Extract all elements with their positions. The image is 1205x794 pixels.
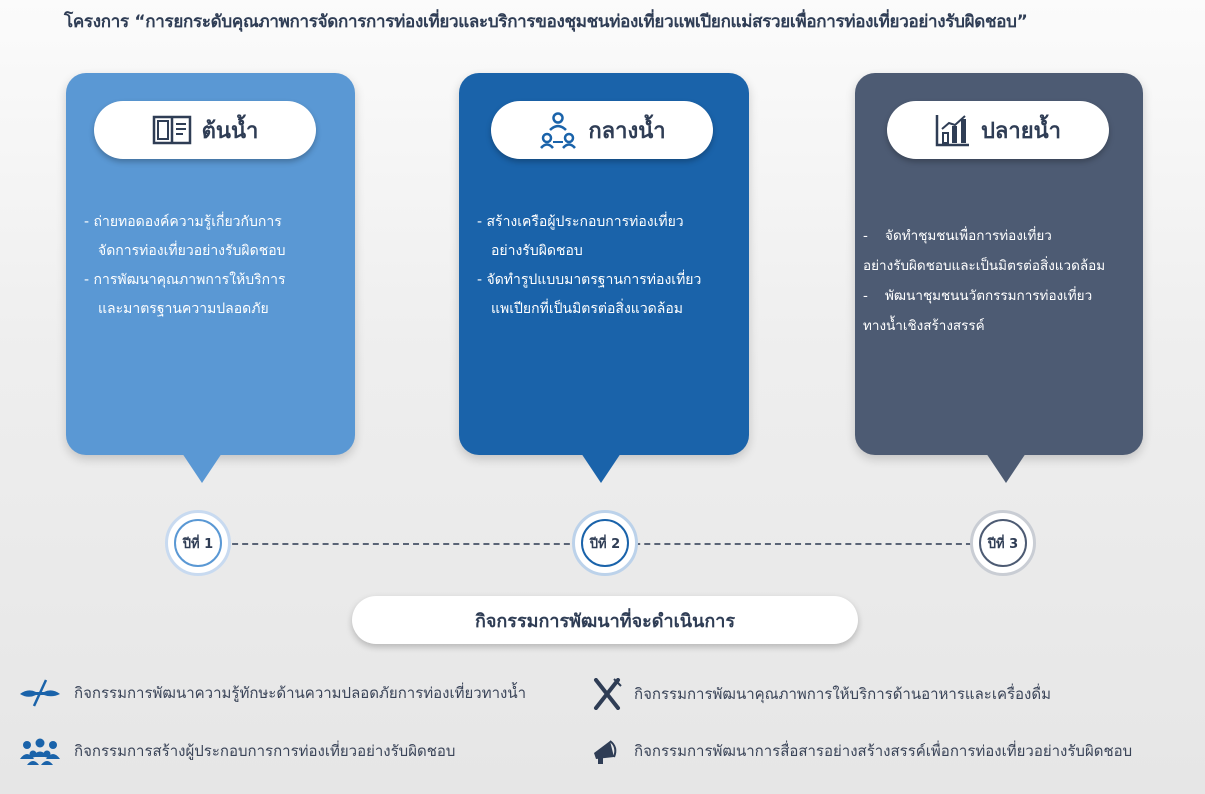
activity-label: กิจกรรมการพัฒนาคุณภาพการให้บริการด้านอาห… — [634, 685, 1052, 703]
bar-chart-icon — [935, 113, 971, 147]
bullet-text: - จัดทำชุมชนเพื่อการท่องเที่ยว — [863, 228, 1052, 244]
book-icon — [152, 114, 192, 146]
group-icon — [18, 737, 62, 765]
midstream-label-pill: กลางน้ำ — [491, 101, 713, 159]
upstream-label: ต้นน้ำ — [201, 118, 259, 144]
upstream-bullets: - ถ่ายทอดองค์ความรู้เกี่ยวกับการ จัดการท… — [84, 208, 341, 324]
timeline-year-1: ปีที่ 1 — [165, 510, 231, 576]
bullet-text: - ถ่ายทอดองค์ความรู้เกี่ยวกับการ — [84, 214, 282, 230]
bullet-text: ทางน้ำเชิงสร้างสรรค์ — [863, 318, 985, 334]
upstream-label-pill: ต้นน้ำ — [94, 101, 316, 159]
midstream-card: กลางน้ำ - สร้างเครือผู้ประกอบการท่องเที่… — [459, 73, 749, 483]
bullet-text: อย่างรับผิดชอบและเป็นมิตรต่อสิ่งแวดล้อม — [863, 258, 1106, 274]
midstream-bullets: - สร้างเครือผู้ประกอบการท่องเที่ยว อย่าง… — [477, 208, 735, 324]
activity-label: กิจกรรมการพัฒนาความรู้ทักษะด้านความปลอดภ… — [74, 684, 527, 702]
bullet-text: แพเปียกที่เป็นมิตรต่อสิ่งแวดล้อม — [491, 301, 683, 317]
activity-item: กิจกรรมการพัฒนาความรู้ทักษะด้านความปลอดภ… — [18, 678, 526, 708]
page-title: โครงการ “การยกระดับคุณภาพการจัดการการท่อ… — [64, 12, 1028, 32]
fork-knife-icon — [592, 678, 622, 710]
bullet-text: - พัฒนาชุมชนนวัตกรรมการท่องเที่ยว — [863, 288, 1093, 304]
bullet-text: อย่างรับผิดชอบ — [491, 243, 583, 259]
activity-label: กิจกรรมการสร้างผู้ประกอบการการท่องเที่ยว… — [74, 742, 456, 760]
upstream-pointer — [182, 453, 222, 483]
downstream-pointer — [986, 453, 1026, 483]
timeline-year-2: ปีที่ 2 — [572, 510, 638, 576]
downstream-label-pill: ปลายน้ำ — [887, 101, 1109, 159]
bullet-text: - จัดทำรูปแบบมาตรฐานการท่องเที่ยว — [477, 272, 702, 288]
megaphone-icon — [592, 737, 622, 765]
activity-label: กิจกรรมการพัฒนาการสื่อสารอย่างสร้างสรรค์… — [634, 742, 1133, 760]
activity-item: กิจกรรมการพัฒนาคุณภาพการให้บริการด้านอาห… — [592, 678, 1051, 710]
timeline-year-3: ปีที่ 3 — [970, 510, 1036, 576]
midstream-label: กลางน้ำ — [588, 118, 666, 144]
bullet-text: และมาตรฐานความปลอดภัย — [98, 301, 269, 317]
downstream-card: ปลายน้ำ - จัดทำชุมชนเพื่อการท่องเที่ยว อ… — [855, 73, 1143, 483]
activities-heading: กิจกรรมการพัฒนาที่จะดำเนินการ — [352, 596, 858, 644]
downstream-bullets: - จัดทำชุมชนเพื่อการท่องเที่ยว อย่างรับผ… — [863, 221, 1129, 341]
timeline-year-label: ปีที่ 1 — [182, 536, 214, 552]
upstream-card: ต้นน้ำ - ถ่ายทอดองค์ความรู้เกี่ยวกับการ … — [66, 73, 355, 483]
midstream-pointer — [581, 453, 621, 483]
activity-item: กิจกรรมการสร้างผู้ประกอบการการท่องเที่ยว… — [18, 737, 455, 765]
timeline-year-label: ปีที่ 2 — [589, 536, 621, 552]
downstream-label: ปลายน้ำ — [980, 118, 1062, 144]
paddle-icon — [18, 678, 62, 708]
activities-heading-text: กิจกรรมการพัฒนาที่จะดำเนินการ — [474, 610, 736, 632]
activity-item: กิจกรรมการพัฒนาการสื่อสารอย่างสร้างสรรค์… — [592, 737, 1132, 765]
bullet-text: จัดการท่องเที่ยวอย่างรับผิดชอบ — [98, 243, 286, 259]
bullet-text: - การพัฒนาคุณภาพการให้บริการ — [84, 272, 286, 288]
network-people-icon — [538, 110, 578, 150]
timeline-year-label: ปีที่ 3 — [987, 536, 1019, 552]
bullet-text: - สร้างเครือผู้ประกอบการท่องเที่ยว — [477, 214, 684, 230]
